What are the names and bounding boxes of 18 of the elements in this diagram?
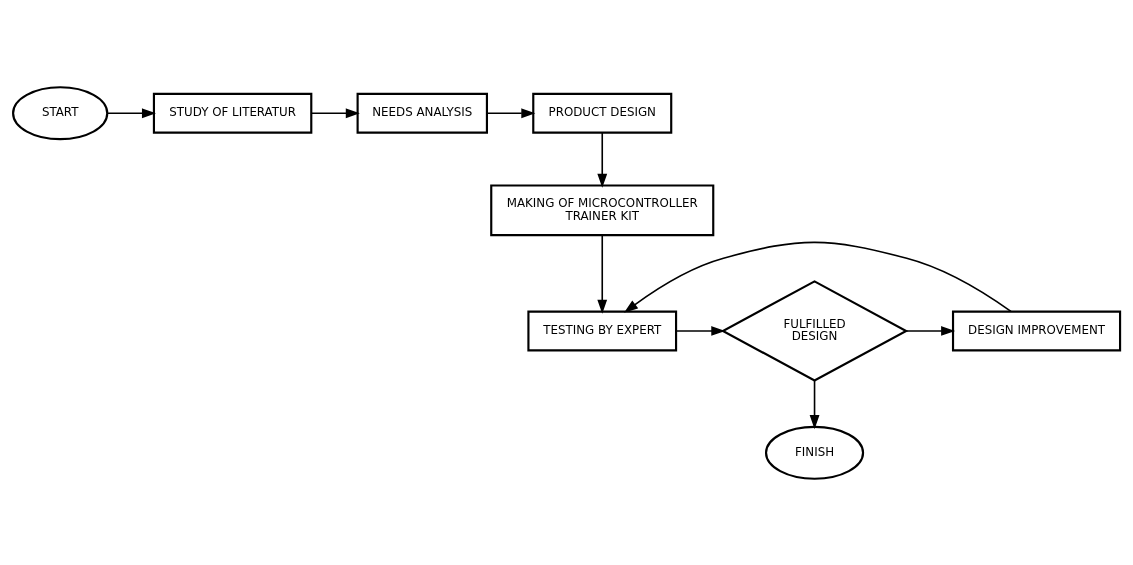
arrow	[905, 325, 956, 336]
arrow	[106, 107, 156, 118]
node-box: STUDY OF LITERATUR	[152, 92, 313, 134]
node-box: NEEDS ANALYSIS	[356, 92, 488, 134]
node-diamond: FULFILLED DESIGN	[720, 279, 909, 382]
arrow	[486, 107, 536, 118]
arrow	[809, 379, 820, 429]
node-box: TESTING BY EXPERT	[527, 310, 678, 351]
node-ellipse: FINISH	[764, 425, 865, 480]
arrow	[597, 131, 608, 188]
node-box: MAKING OF MICROCONTROLLER TRAINER KIT	[490, 183, 715, 236]
arrow	[624, 241, 1012, 313]
node-box: DESIGN IMPROVEMENT	[951, 310, 1122, 351]
arrow	[675, 325, 726, 336]
node-box: PRODUCT DESIGN	[532, 92, 673, 134]
arrow	[597, 234, 608, 314]
node-ellipse: START	[12, 85, 109, 140]
arrow	[310, 107, 360, 118]
